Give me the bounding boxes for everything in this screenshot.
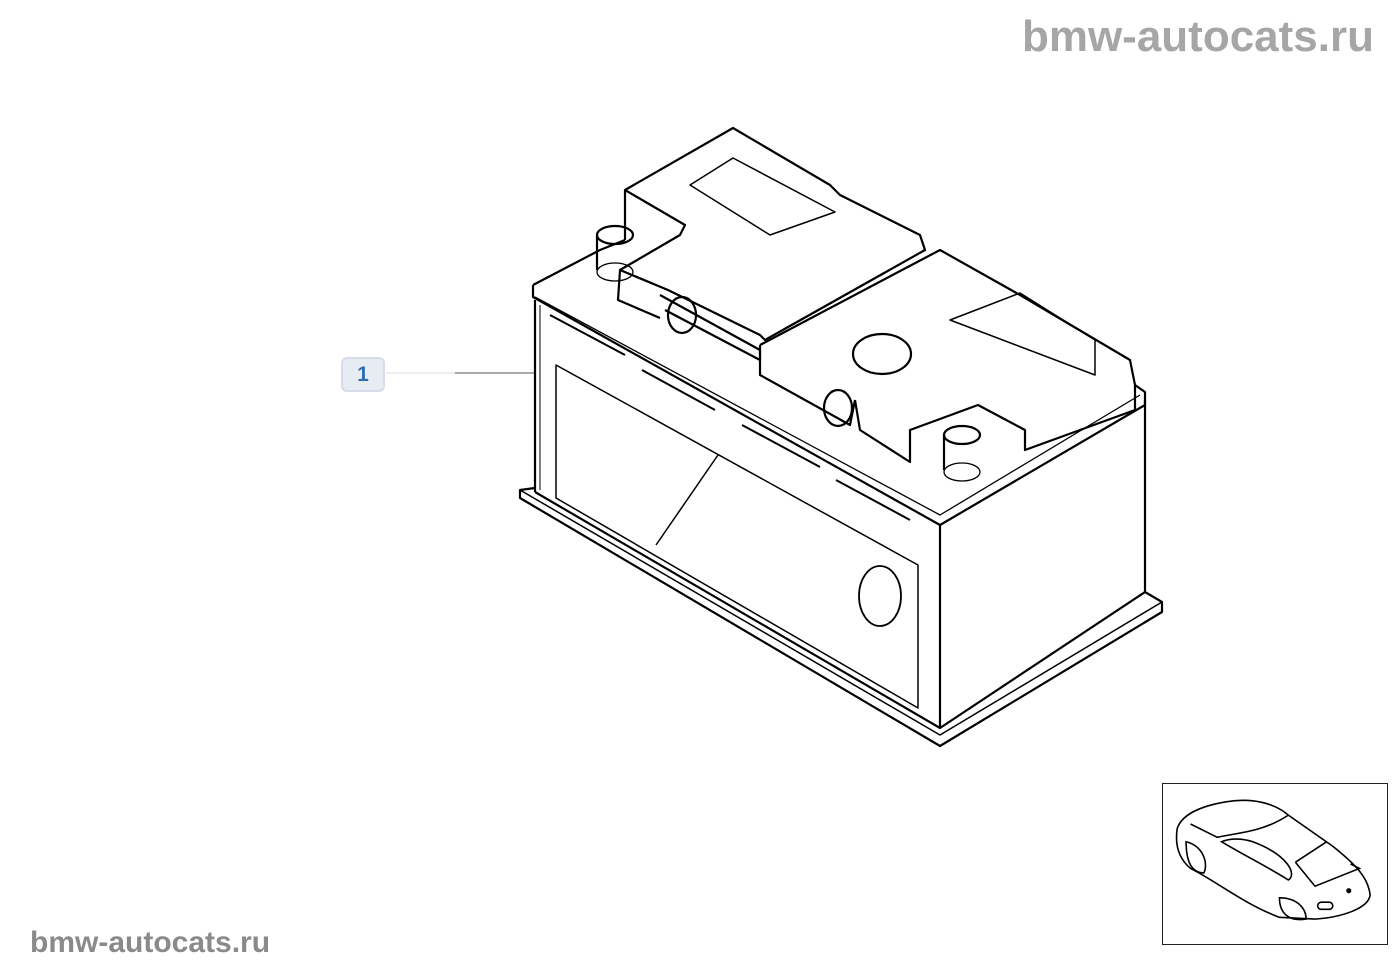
watermark-top: bmw-autocats.ru [1021, 12, 1374, 61]
car-thumbnail[interactable] [1162, 783, 1388, 945]
car-outline-icon [1175, 799, 1371, 921]
callout-1[interactable]: 1 [341, 357, 385, 392]
watermark-bottom: bmw-autocats.ru [30, 926, 271, 959]
battery-icon [518, 126, 1164, 748]
